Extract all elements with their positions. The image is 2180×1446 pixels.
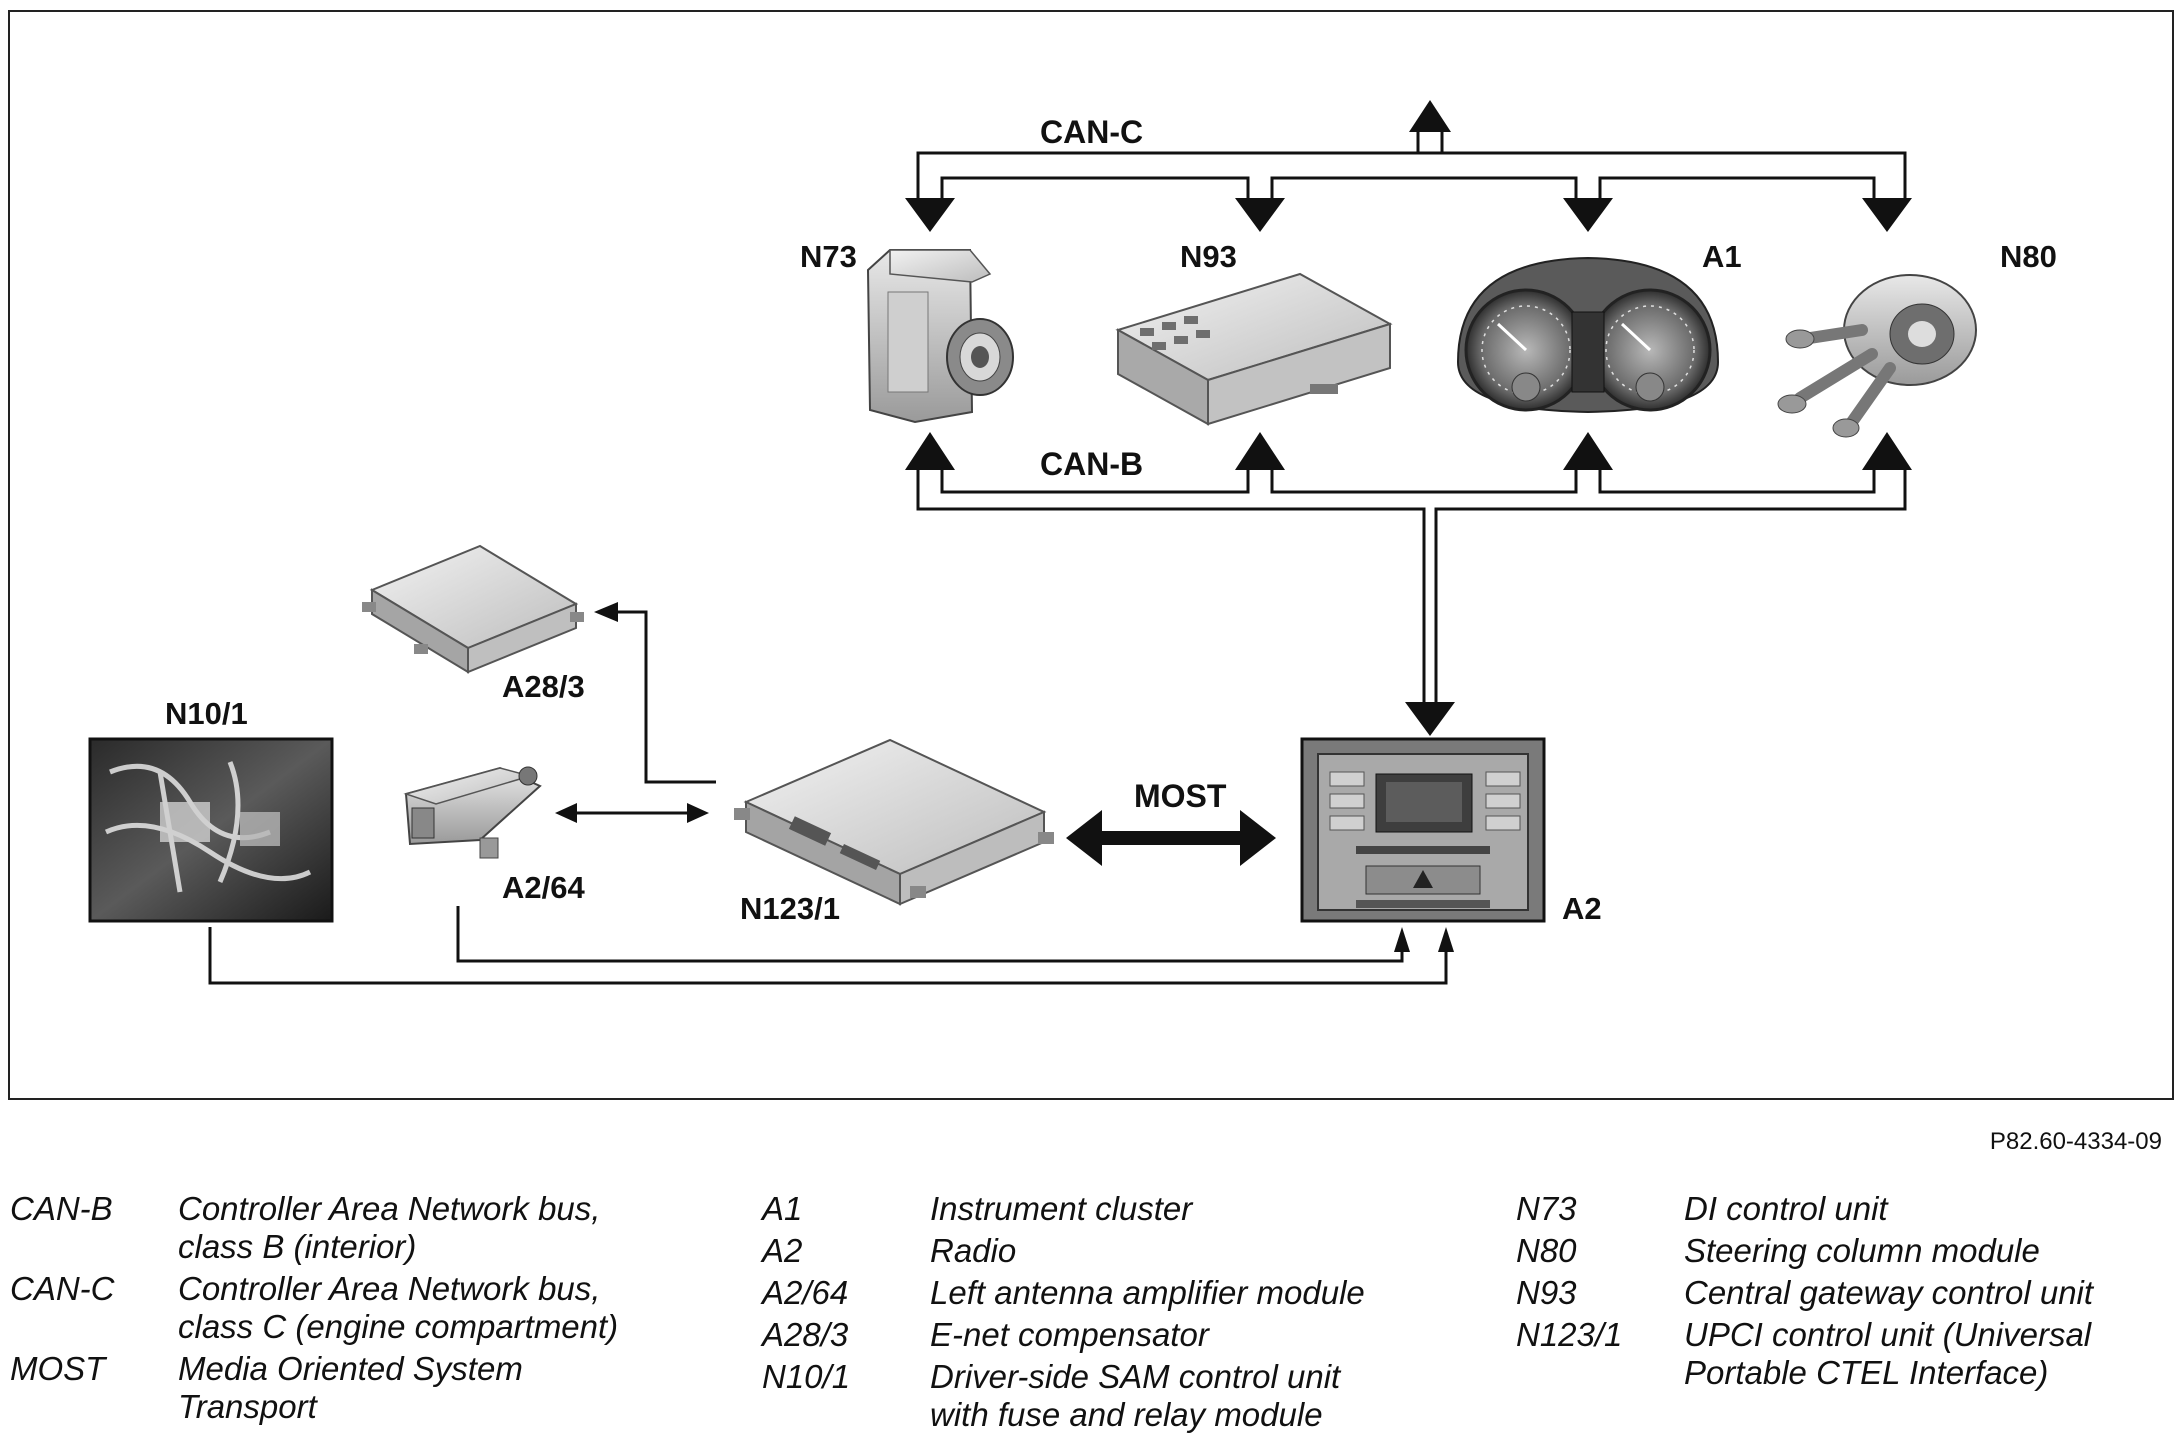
n80-label: N80 [2000, 239, 2057, 274]
legend-code: CAN-C [10, 1270, 115, 1307]
n123-1-label: N123/1 [740, 891, 840, 926]
legend-code: CAN-B [10, 1190, 113, 1227]
legend-code: N10/1 [762, 1358, 851, 1395]
legend-description: Driver-side SAM control unit [930, 1358, 1341, 1395]
a2-64-label: A2/64 [502, 870, 585, 905]
n80-module [1777, 274, 1977, 438]
n10-1-photo [88, 737, 334, 923]
legend-description: Controller Area Network bus, [178, 1190, 601, 1227]
legend-description: with fuse and relay module [930, 1396, 1323, 1433]
can-b-bus-lines [916, 470, 1907, 702]
can-b-label: CAN-B [1040, 446, 1143, 482]
legend-description: class C (engine compartment) [178, 1308, 619, 1345]
n93-module [1115, 272, 1393, 426]
most-label: MOST [1134, 778, 1227, 814]
n73-label: N73 [800, 239, 857, 274]
legend-description: Portable CTEL Interface) [1684, 1354, 2049, 1391]
legend-description: Instrument cluster [930, 1190, 1193, 1227]
legend-code: N123/1 [1516, 1316, 1623, 1353]
legend-description: Steering column module [1684, 1232, 2040, 1269]
arrow-to-n73-can-b [905, 432, 955, 470]
legend-code: MOST [10, 1350, 106, 1387]
arrow-can-c-up [1409, 100, 1451, 132]
link-a2-64-to-a2 [456, 906, 1410, 963]
legend-description: Left antenna amplifier module [930, 1274, 1365, 1311]
diagram-frame: CAN-C CAN-B N73 N93 [8, 10, 2174, 1100]
legend-code: N80 [1516, 1232, 1577, 1269]
legend-description: UPCI control unit (Universal [1684, 1316, 2092, 1353]
can-c-arrowheads [905, 100, 1912, 232]
arrow-to-n73-can-c [905, 198, 955, 232]
can-c-bus-lines [916, 132, 1907, 198]
a1-instrument-cluster [1456, 256, 1720, 414]
can-b-arrowheads [905, 432, 1912, 736]
legend-description: Transport [178, 1388, 317, 1425]
arrow-to-n80-can-b [1862, 432, 1912, 470]
n123-1-module [734, 738, 1054, 906]
arrow-to-n93-can-b [1235, 432, 1285, 470]
can-c-label: CAN-C [1040, 114, 1143, 150]
arrow-to-a2-can-b [1405, 702, 1455, 736]
link-n10-1-to-a2 [208, 927, 1454, 985]
a2-label: A2 [1562, 891, 1602, 926]
a1-label: A1 [1702, 239, 1742, 274]
legend-code: A2 [762, 1232, 803, 1269]
network-diagram: CAN-C CAN-B N73 N93 [88, 100, 2057, 985]
arrow-to-a1-can-b [1563, 432, 1613, 470]
a2-64-module [403, 766, 542, 859]
figure-reference: P82.60-4334-09 [1989, 1128, 2162, 1155]
a28-3-module [362, 544, 584, 674]
legend-description: class B (interior) [178, 1228, 417, 1265]
arrow-to-n80-can-c [1862, 198, 1912, 232]
arrow-to-a1-can-c [1563, 198, 1613, 232]
legend-code: A28/3 [762, 1316, 849, 1353]
legend-code: A2/64 [762, 1274, 849, 1311]
legend-description: E-net compensator [930, 1316, 1209, 1353]
legend-code: N73 [1516, 1190, 1577, 1227]
a28-3-label: A28/3 [502, 669, 585, 704]
n93-label: N93 [1180, 239, 1237, 274]
legend-description: Controller Area Network bus, [178, 1270, 601, 1307]
n73-module [866, 249, 1014, 424]
legend-code: A1 [762, 1190, 803, 1227]
link-n123-1-a28-3 [594, 602, 716, 784]
legend-description: Radio [930, 1232, 1017, 1269]
arrow-to-n93-can-c [1235, 198, 1285, 232]
legend-description: Media Oriented System [178, 1350, 523, 1387]
most-bus-arrow [1066, 810, 1276, 866]
n10-1-label: N10/1 [165, 696, 248, 731]
a2-radio [1300, 737, 1546, 923]
legend-description: Central gateway control unit [1684, 1274, 2094, 1311]
link-n123-1-a2-64 [555, 803, 709, 823]
legend-code: N93 [1516, 1274, 1577, 1311]
legend-description: DI control unit [1684, 1190, 1888, 1227]
